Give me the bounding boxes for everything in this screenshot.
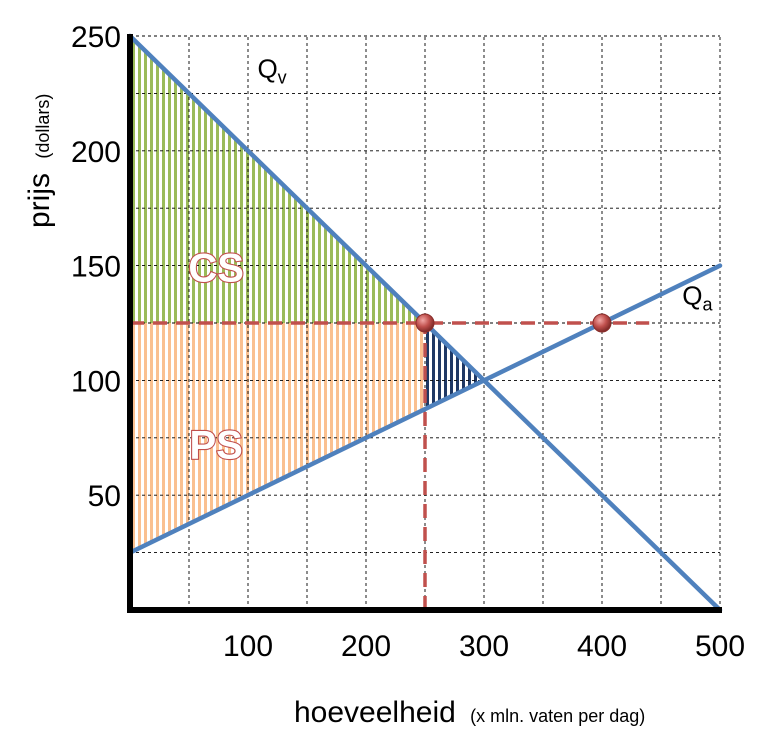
area-label-cs: CS bbox=[188, 247, 244, 291]
area-label-ps: PS bbox=[189, 423, 242, 467]
x-tick-label: 200 bbox=[341, 630, 391, 663]
curve-label-qa: Qa bbox=[682, 281, 713, 315]
y-tick-label: 150 bbox=[71, 251, 121, 284]
x-tick-label: 500 bbox=[695, 630, 745, 663]
y-tick-label: 250 bbox=[71, 21, 121, 54]
equilibrium-marker bbox=[415, 313, 435, 333]
y-tick-label: 50 bbox=[88, 480, 121, 513]
y-axis-title: prijs (dollars) bbox=[23, 94, 56, 228]
reference-lines bbox=[130, 321, 650, 610]
x-tick-label: 300 bbox=[459, 630, 509, 663]
x-tick-label: 100 bbox=[223, 630, 273, 663]
curve-qa bbox=[127, 263, 723, 555]
tick-labels: 100 200 300 400 500 50 100 150 200 250 bbox=[71, 21, 745, 663]
curve-label-qv: Qv bbox=[257, 53, 286, 87]
equilibrium-marker bbox=[592, 313, 612, 333]
y-tick-label: 200 bbox=[71, 136, 121, 169]
x-tick-label: 400 bbox=[577, 630, 627, 663]
x-axis-title: hoeveelheid (x mln. vaten per dag) bbox=[294, 696, 645, 729]
y-tick-label: 100 bbox=[71, 365, 121, 398]
area-deadweight-loss bbox=[425, 323, 484, 410]
axes bbox=[127, 34, 722, 613]
markers bbox=[415, 313, 612, 333]
